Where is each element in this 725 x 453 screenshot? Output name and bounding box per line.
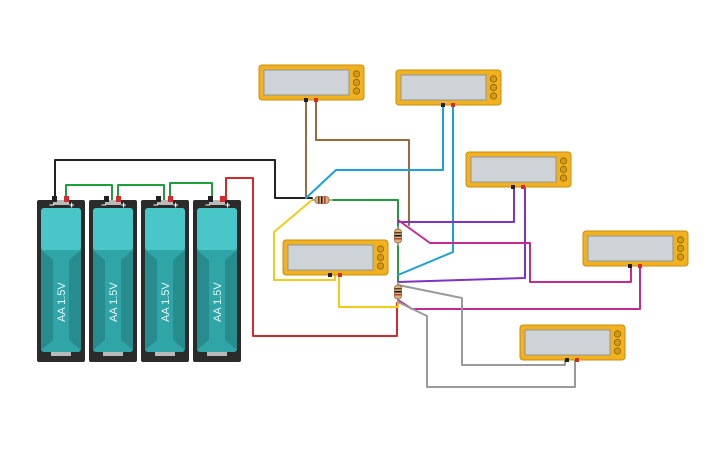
wire-blue-2[interactable] <box>397 103 454 276</box>
wire-purple-2[interactable] <box>397 185 526 283</box>
wire-green-link-3[interactable] <box>169 182 213 201</box>
wire-red[interactable] <box>225 177 398 337</box>
meter-display <box>588 236 673 261</box>
multimeter-6[interactable] <box>519 324 626 363</box>
multimeter-1[interactable] <box>258 64 365 103</box>
minus-terminal-label: − <box>205 200 210 210</box>
multimeter-4[interactable] <box>582 230 689 269</box>
wire-green-bus[interactable] <box>332 199 399 229</box>
meter-display <box>288 245 373 270</box>
wire-brown-2[interactable] <box>315 100 410 226</box>
wire-yellow-2[interactable] <box>338 271 399 308</box>
resistor-r3[interactable] <box>394 282 402 302</box>
wire-purple-1[interactable] <box>397 185 515 223</box>
meter-display <box>471 157 556 182</box>
wire-blue-1[interactable] <box>305 103 444 199</box>
battery-terminals <box>52 196 225 202</box>
wire-gray-1[interactable] <box>397 284 566 366</box>
battery-label: AA 1.5V <box>56 282 68 322</box>
meter-display <box>401 75 486 100</box>
plus-terminal-label: + <box>121 200 126 210</box>
wire-green-link-2[interactable] <box>117 184 165 201</box>
battery-label: AA 1.5V <box>108 282 120 322</box>
minus-terminal-label: − <box>49 200 54 210</box>
meter-display <box>264 70 349 95</box>
battery-3[interactable]: − + AA 1.5V <box>141 200 189 362</box>
battery-label: AA 1.5V <box>160 282 172 322</box>
wire-yellow-1[interactable] <box>273 199 336 281</box>
multimeter-3[interactable] <box>465 151 572 190</box>
wire-magenta-2[interactable] <box>397 267 641 310</box>
battery-2[interactable]: − + AA 1.5V <box>89 200 137 362</box>
minus-terminal-label: − <box>153 200 158 210</box>
resistor-r2[interactable] <box>394 226 402 246</box>
wire-green-link-1[interactable] <box>65 184 113 201</box>
multimeter-2[interactable] <box>395 69 502 108</box>
wires <box>54 100 641 388</box>
plus-terminal-label: + <box>225 200 230 210</box>
plus-terminal-label: + <box>69 200 74 210</box>
battery-pack: − + AA 1.5V − + AA 1.5V − + <box>37 200 241 362</box>
wire-gray-2[interactable] <box>397 301 576 388</box>
wire-magenta-1[interactable] <box>397 219 632 283</box>
minus-terminal-label: − <box>101 200 106 210</box>
multimeter-5[interactable] <box>282 239 389 278</box>
plus-terminal-label: + <box>173 200 178 210</box>
battery-1[interactable]: − + AA 1.5V <box>37 200 85 362</box>
wire-black[interactable] <box>54 159 313 201</box>
meter-display <box>525 330 610 355</box>
battery-label: AA 1.5V <box>212 282 224 322</box>
resistor-r1[interactable] <box>312 196 332 204</box>
battery-4[interactable]: − + AA 1.5V <box>193 200 241 362</box>
